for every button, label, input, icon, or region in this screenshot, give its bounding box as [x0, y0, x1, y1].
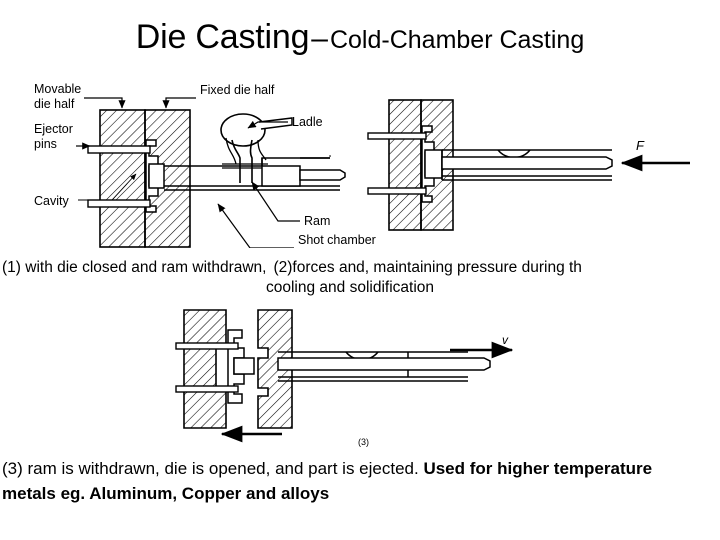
ejector-pins-2	[367, 132, 427, 195]
page-title-main: Die Casting	[135, 18, 310, 56]
caption-steps-1-2-line-1: (1) with die closed and ram withdrawn, (2…	[2, 258, 582, 277]
molten-metal-1	[222, 163, 268, 169]
page-title-subtitle: Cold-Chamber Casting	[329, 26, 585, 54]
diagram-row-bottom-svg: v	[175, 309, 514, 443]
label-shot-chamber: Shot chamber	[298, 233, 376, 247]
label-movable-die-half-line2: die half	[34, 97, 75, 111]
figure-3-number: (3)	[358, 437, 369, 447]
caption-steps-1-2-line-2: cooling and solidification	[265, 279, 435, 296]
die-cavity-filled-2	[421, 125, 443, 203]
diagram-row-bottom: v	[150, 300, 570, 450]
label-force-f: F	[636, 138, 645, 153]
movable-die-half-3	[183, 309, 227, 429]
caption-step-1-text: (1) with die closed and ram withdrawn,	[2, 259, 267, 276]
label-velocity-v: v	[502, 333, 509, 347]
ram-3	[277, 357, 491, 371]
movable-die-half-2	[388, 99, 422, 231]
caption-step-3-bold: Used for higher temperature metals eg. A…	[2, 459, 653, 503]
diagram-row-top-svg: Movable die half Fixed die half Ejector …	[34, 82, 690, 248]
movable-die-half-1	[99, 109, 146, 248]
label-ram: Ram	[304, 214, 330, 228]
caption-step-3-plain: (3) ram is withdrawn, die is opened, and…	[2, 459, 419, 478]
diagram-row-top: Movable die half Fixed die half Ejector …	[0, 78, 720, 248]
label-ejector-pins-line2: pins	[34, 137, 57, 151]
ram-1	[261, 165, 346, 187]
ram-2	[441, 156, 613, 170]
ejector-pins-3	[175, 342, 239, 393]
fixed-die-half-3	[257, 309, 293, 429]
page-title: Die Casting–Cold-Chamber Casting	[0, 18, 720, 57]
page-title-dash: –	[311, 22, 328, 55]
label-ejector-pins-line1: Ejector	[34, 122, 73, 136]
label-ladle: Ladle	[292, 115, 323, 129]
die-cavity-1	[145, 139, 165, 213]
caption-step-2-text: (2)forces and, maintaining pressure duri…	[273, 259, 582, 276]
label-fixed-die-half: Fixed die half	[200, 83, 275, 97]
label-cavity: Cavity	[34, 194, 69, 208]
leader-lines-1	[76, 97, 300, 248]
label-movable-die-half-line1: Movable	[34, 82, 81, 96]
caption-step-3: (3) ram is withdrawn, die is opened, and…	[2, 456, 662, 506]
